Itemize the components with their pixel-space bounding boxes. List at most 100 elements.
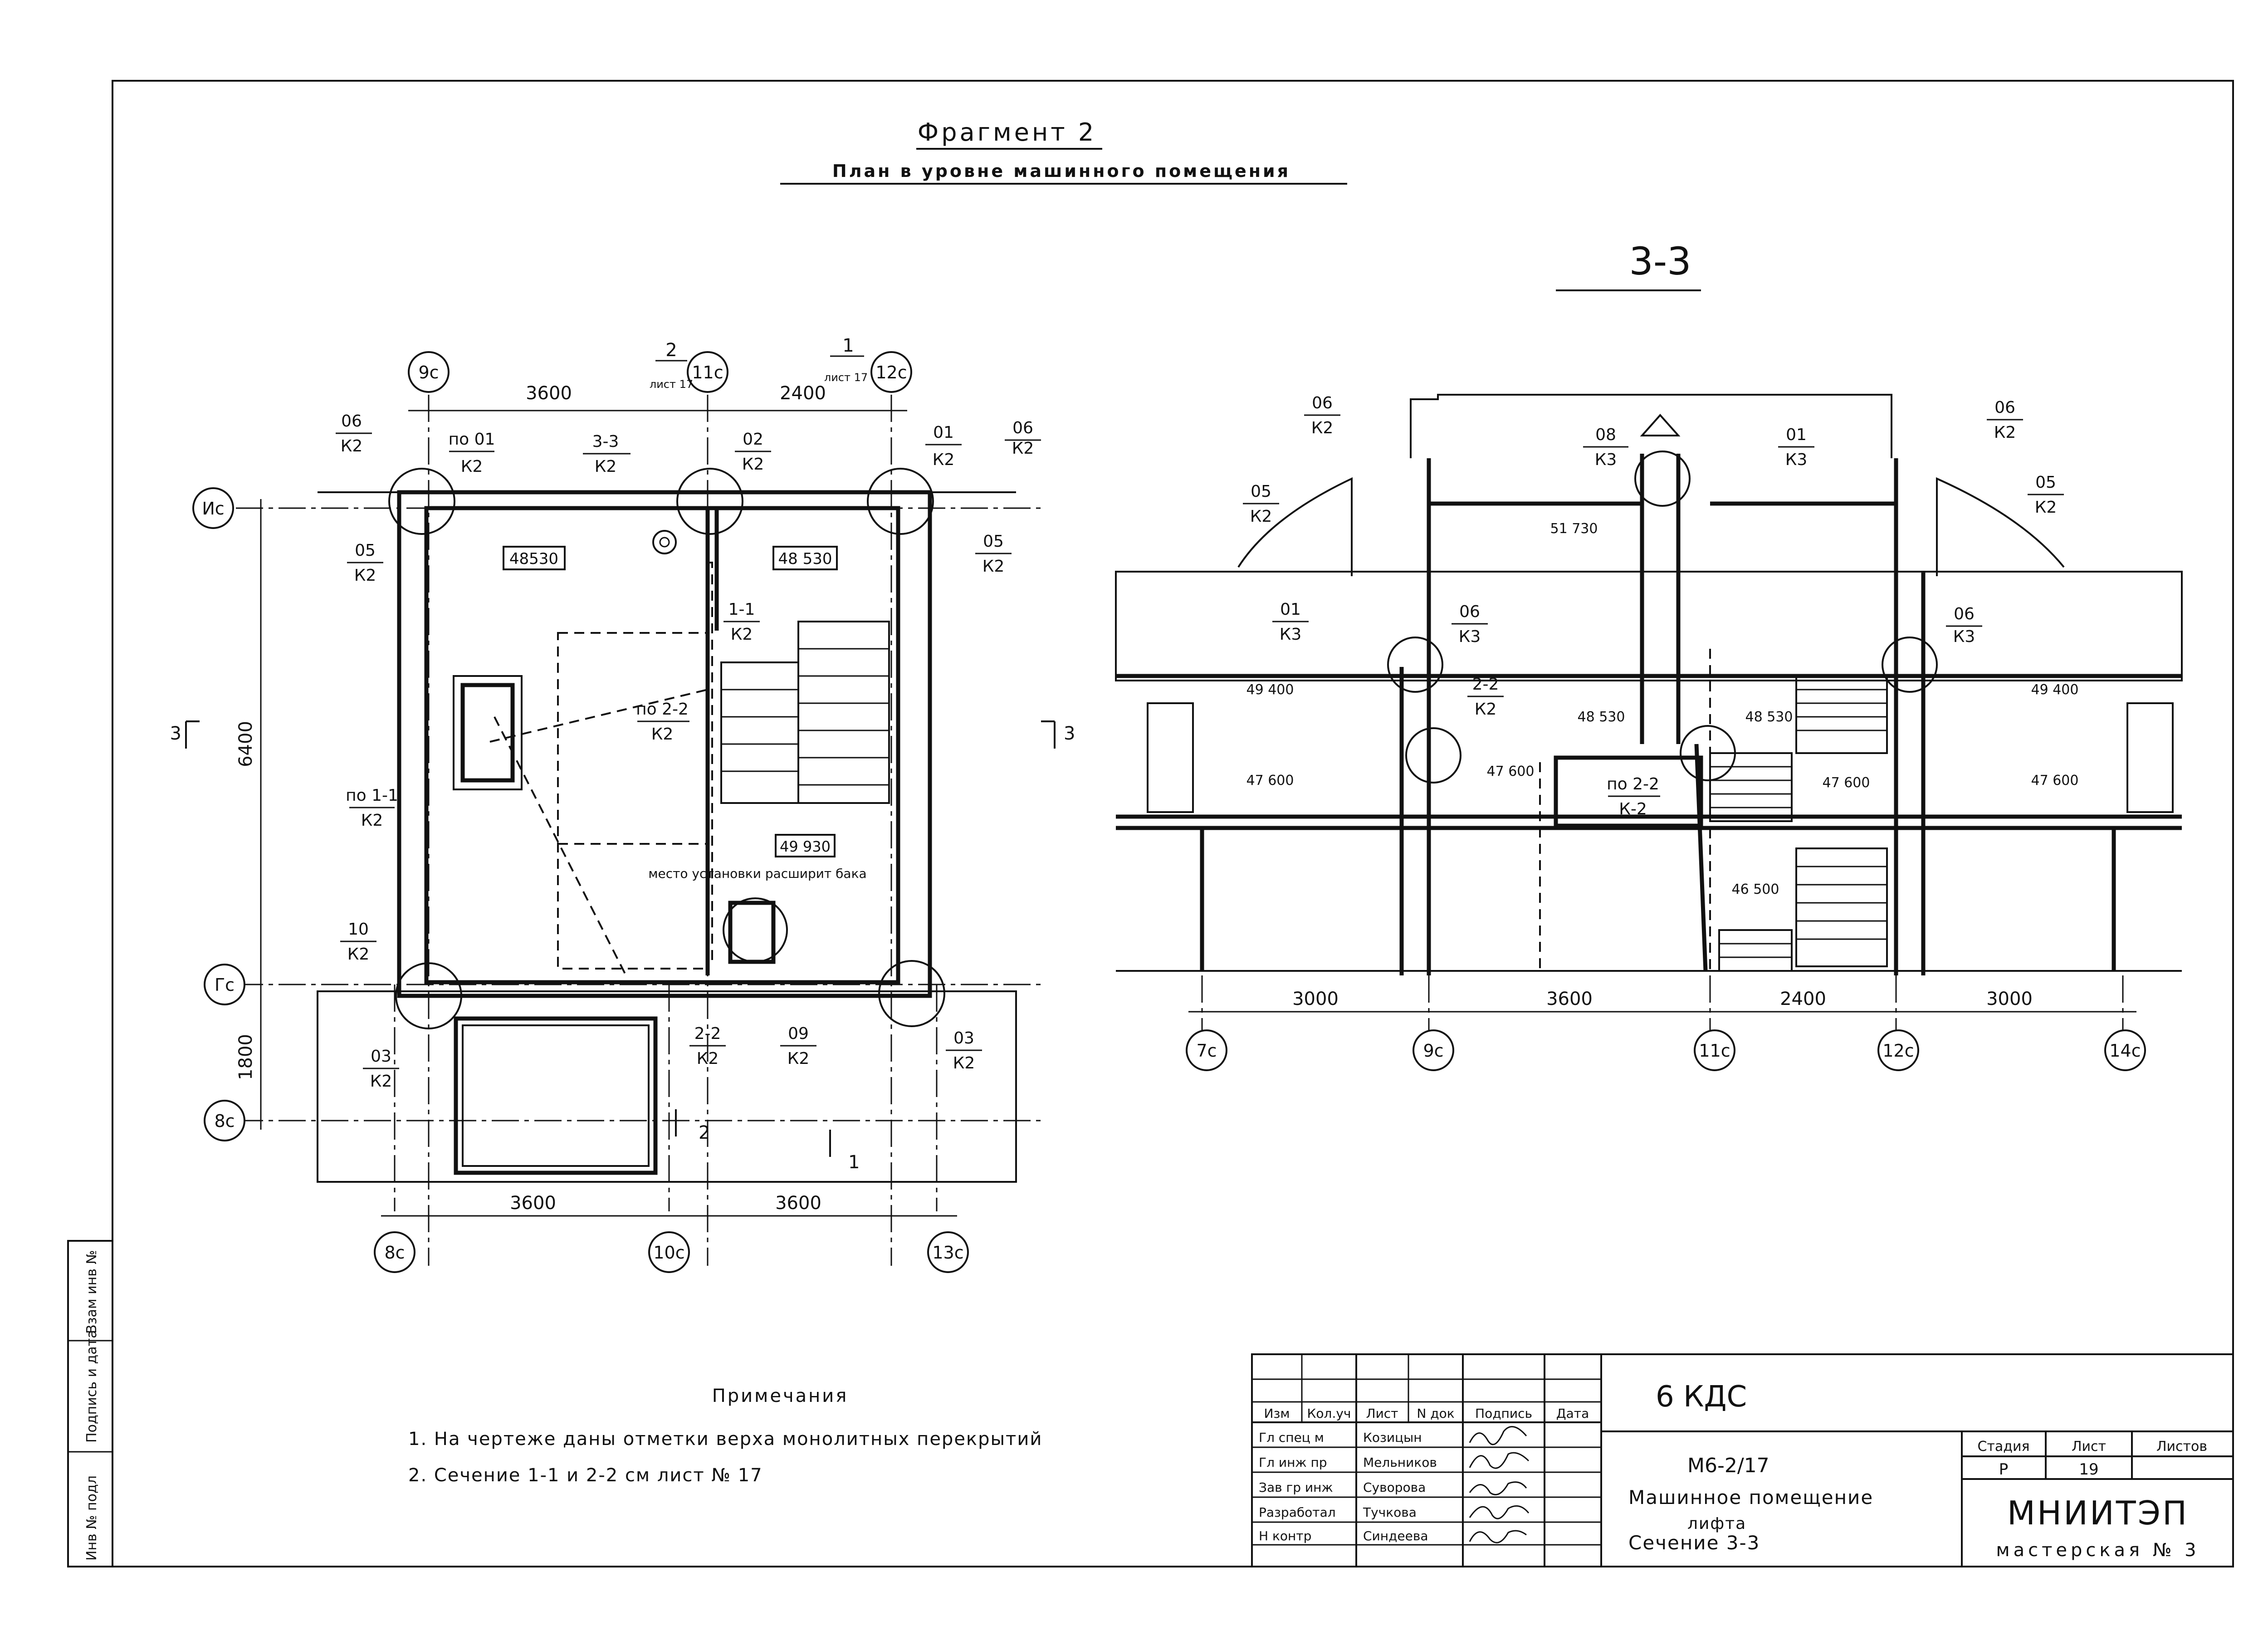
elevation-label: 49 400 [2031,682,2079,698]
cut-mark: 3 [170,723,181,744]
axis-label: 9с [1423,1041,1443,1061]
callout-bottom: К3 [1595,451,1617,469]
callout-bottom: К3 [1459,627,1481,646]
signatures [1469,1426,1530,1543]
note-item: 2. Сечение 1-1 и 2-2 см лист № 17 [408,1465,763,1486]
callout-top: 05 [2035,473,2056,492]
tb-sheets-label: Листов [2156,1439,2207,1455]
callout-top: 01 [1786,426,1807,444]
axis-label: 11с [692,362,723,382]
elevation-label: 51 730 [1550,521,1598,537]
callout-bottom: К2 [1012,439,1034,458]
side-stamp: Инв № подл Подпись и дата Взам инв № [84,1250,100,1561]
callout-bottom: К2 [1994,423,2016,442]
side-stamp-label: Взам инв № [84,1250,100,1334]
dimension-label: 3000 [1292,989,1339,1009]
axis-label: 9с [418,362,439,382]
section-mark: 2 [665,340,677,361]
dimension-label: 3000 [1986,989,2033,1009]
title-block: Изм Кол.уч Лист N док Подпись Дата Гл сп… [1251,1353,2234,1567]
callout-bottom: К2 [697,1049,719,1068]
tb-header: Кол.уч [1307,1406,1351,1421]
callout-bottom: К2 [787,1049,809,1068]
callout-top: 06 [1994,398,2015,417]
dimension-label: 3600 [510,1193,556,1214]
callout-top: 08 [1595,426,1616,444]
elevation-label: 48 530 [778,550,832,568]
section-stair [1709,675,1888,972]
plan-fragment: Фрагмент 2 План в уровне машинного помещ… [170,118,1347,1273]
tb-name: Козицын [1363,1430,1422,1445]
callout-bottom: К-2 [1619,800,1647,818]
tb-name: Тучкова [1363,1505,1417,1520]
callout-bottom: К2 [354,566,376,585]
callout-bottom: К2 [953,1054,975,1073]
section-mark-sheet: лист 17 [650,378,693,391]
axis-label: 7с [1196,1041,1217,1061]
callout-top: 06 [1954,605,1975,623]
side-stamp-label: Подпись и дата [84,1330,100,1443]
elevation-label: 47 600 [2031,773,2079,789]
callout-top: 3-3 [592,432,619,451]
tb-header: Дата [1556,1406,1589,1421]
section-mark: 1 [842,335,854,356]
sheet-frame [67,80,2234,1567]
plan-subtitle: План в уровне машинного помещения [832,161,1290,181]
callout-bottom: К2 [2035,498,2057,517]
plan-note: место установки расширит бака [648,866,866,881]
axis-label: Ис [202,499,224,519]
axis-label: 14с [2109,1041,2141,1061]
callout-top: 01 [1280,600,1301,619]
tb-role: Зав гр инж [1259,1480,1333,1495]
tb-sheet-label: Лист [2072,1439,2106,1455]
tb-doc-title: Сечение 3-3 [1628,1532,1760,1554]
callout-bottom: К2 [461,457,483,476]
tb-header: Подпись [1475,1406,1532,1421]
tb-doc-title: Машинное помещение [1628,1486,1873,1509]
tb-header: N док [1417,1406,1454,1421]
axis-label: 11с [1699,1041,1730,1061]
tb-org: МНИИТЭП [2007,1494,2189,1532]
callout-top: по 2-2 [1607,775,1659,793]
elevation-label: 48 530 [1578,709,1625,725]
callout-bottom: К2 [1475,700,1496,719]
tb-sheet: 19 [2079,1460,2098,1479]
callout-top: 05 [1251,482,1271,501]
axis-label: 10с [653,1243,684,1263]
elevation-label: 49 930 [780,838,831,855]
cut-mark: 1 [848,1152,860,1173]
callout-bottom: К2 [651,725,673,744]
callout-top: 03 [953,1029,974,1048]
section-3-3: 3-3 [1115,239,2183,1071]
notes-heading: Примечания [712,1386,849,1406]
plan-title: Фрагмент 2 [918,118,1096,147]
elevation-label: 47 600 [1246,773,1294,789]
callout-top: 05 [983,532,1004,551]
callout-bottom: К3 [1785,451,1807,469]
callout-top: 06 [1459,602,1480,621]
tb-role: Н контр [1259,1528,1311,1543]
tb-org-sub: мастерская № 3 [1996,1540,2200,1561]
callout-bottom: К2 [361,811,383,830]
tb-header: Лист [1366,1406,1398,1421]
axis-label: 12с [1882,1041,1914,1061]
side-stamp-label: Инв № подл [84,1475,100,1561]
callout-top: 03 [371,1047,391,1066]
tb-role: Гл инж пр [1259,1455,1327,1470]
tb-code-top: 6 КДС [1656,1380,1747,1414]
tb-stage: Р [1999,1460,2009,1479]
dimension-label: 3600 [1546,989,1593,1009]
tb-doc-title: лифта [1687,1514,1746,1533]
tb-role: Гл спец м [1259,1430,1324,1445]
callout-top: 2-2 [1472,675,1499,694]
dimension-label: 2400 [1780,989,1826,1009]
section-title: 3-3 [1629,239,1691,284]
callout-bottom: К2 [347,945,369,964]
elevation-label: 47 600 [1823,775,1870,791]
cut-mark: 2 [699,1122,710,1143]
tb-name: Суворова [1363,1480,1426,1495]
callout-top: 2-2 [694,1024,721,1043]
dimension-label: 1800 [235,1034,256,1080]
callout-bottom: К2 [1250,507,1272,526]
dimension-label: 3600 [775,1193,821,1214]
